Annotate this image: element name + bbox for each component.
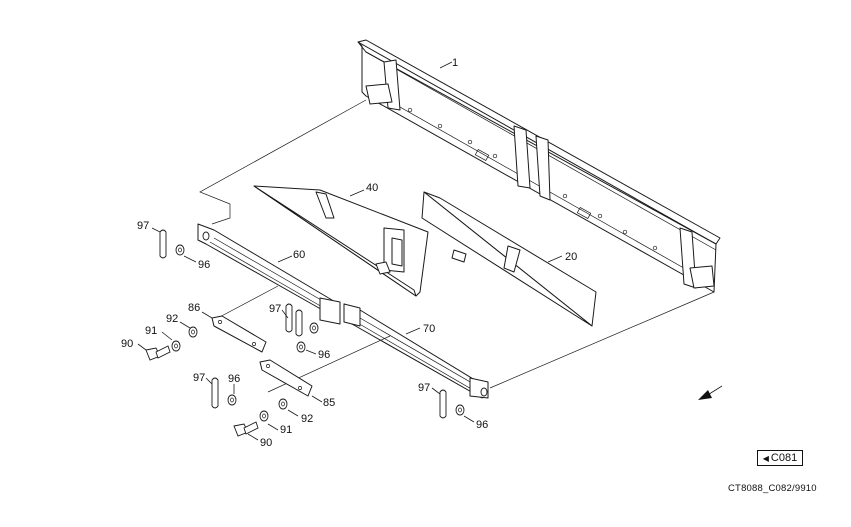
part-85-bracket [259, 359, 313, 397]
callout-91-low: 91 [280, 424, 292, 436]
callout-97-top: 97 [137, 220, 149, 232]
part-70-rail [343, 303, 489, 399]
callout-91-left: 91 [145, 325, 157, 337]
callout-90-low: 90 [260, 437, 272, 449]
callout-85: 85 [323, 397, 335, 409]
callout-96-low: 96 [228, 373, 240, 385]
callout-97-mid: 97 [269, 303, 281, 315]
callout-40: 40 [366, 182, 378, 194]
callout-92-left: 92 [166, 313, 178, 325]
callout-97-low: 97 [193, 372, 205, 384]
callout-96-mid: 96 [318, 349, 330, 361]
direction-arrow-icon [698, 385, 723, 400]
drawing-id: CT8088_C082/9910 [728, 483, 817, 494]
part-20-shield [421, 191, 597, 327]
callout-92-low: 92 [301, 413, 313, 425]
hardware-washers [171, 231, 488, 422]
part-60-rail [197, 223, 341, 325]
part-1-frame [357, 39, 721, 293]
callout-70: 70 [423, 323, 435, 335]
hardware-bolts [145, 345, 259, 437]
page-link-button[interactable]: ◀ C081 [757, 450, 803, 466]
callout-20: 20 [565, 251, 577, 263]
callout-96-top: 96 [198, 259, 210, 271]
callout-60: 60 [293, 249, 305, 261]
callout-labels: 1 40 20 60 70 97 96 86 92 91 90 97 96 97… [121, 57, 577, 449]
callout-96-right: 96 [476, 419, 488, 431]
callout-97-right: 97 [418, 382, 430, 394]
left-triangle-icon: ◀ [762, 453, 769, 463]
part-40-shield [253, 185, 429, 297]
callout-90-left: 90 [121, 338, 133, 350]
part-86-bracket [211, 315, 267, 353]
hardware-pins [159, 229, 447, 419]
leader-lines [137, 61, 563, 441]
callout-1: 1 [452, 57, 458, 69]
callout-86: 86 [188, 302, 200, 314]
page-link-label: C081 [770, 452, 798, 464]
